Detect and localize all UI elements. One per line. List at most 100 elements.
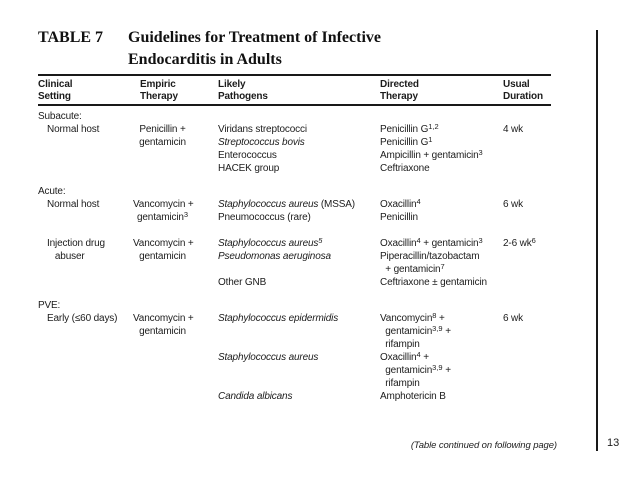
table-number: TABLE 7 — [38, 29, 104, 46]
cell-duration: 2-6 wk6 — [503, 236, 551, 289]
cell-setting: Early (≤60 days) — [38, 312, 133, 403]
text-line: Ceftriaxone ± gentamicin — [380, 277, 487, 288]
text-line — [218, 263, 380, 276]
text-line: Penicillin — [380, 212, 418, 223]
text-line — [218, 338, 380, 351]
table-row: Normal host Vancomycin +gentamicin3 Staphy… — [38, 196, 551, 224]
text-line: Oxacillin4 + — [380, 349, 429, 364]
header-line: Pathogens — [218, 91, 268, 102]
text-line: 4 wk — [503, 124, 523, 135]
cell-pathogens: Staphylococcus aureus (MSSA) Pneumococcus… — [218, 198, 380, 224]
text-line: Penicillin G1 — [380, 134, 433, 149]
header-line: Likely — [218, 79, 246, 90]
table-row: Normal host Penicillin + gentamicin Viridan… — [38, 121, 551, 175]
text-line: Oxacillin4 + gentamicin3 — [380, 235, 483, 250]
text-line: Staphylococcus epidermidis — [218, 313, 339, 324]
cell-duration: 4 wk — [503, 123, 551, 175]
text-line: Staphylococcus aureus — [218, 352, 319, 363]
section-label: Subacute: — [38, 111, 82, 122]
text-line: Vancomycin + — [133, 199, 194, 210]
text-line: Penicillin + — [139, 124, 186, 135]
text-line: gentamicin — [139, 137, 186, 148]
table-title-text: Guidelines for Treatment of Infective En… — [128, 27, 381, 71]
cell-duration: 6 wk — [503, 312, 551, 403]
text-line: Enterococcus — [218, 150, 277, 161]
text-line — [218, 377, 380, 390]
text-line: abuser — [47, 251, 85, 262]
text-line: Other GNB — [218, 277, 267, 288]
text-line: Normal host — [47, 124, 100, 135]
continuation-note: (Table continued on following page) — [410, 440, 557, 451]
text-line: Piperacillin/tazobactam — [380, 251, 480, 262]
header-line: Clinical — [38, 79, 73, 90]
text-line: Streptococcus bovis — [218, 137, 305, 148]
cell-setting: Injection drug abuser — [38, 237, 133, 289]
text-line: gentamicin — [139, 251, 186, 262]
horizontal-rule-header — [38, 104, 551, 106]
text-line: gentamicin3 — [136, 209, 189, 224]
text-line: rifampin — [380, 378, 420, 389]
cell-empiric: Vancomycin + gentamicin — [133, 312, 194, 403]
header-line: Therapy — [140, 91, 178, 102]
page-number: 13 — [607, 437, 620, 449]
table-section: Acute: Normal host Vancomycin +gentamicin3… — [38, 185, 551, 289]
page-number-divider — [596, 30, 598, 451]
cell-setting: Normal host — [38, 123, 133, 175]
cell-empiric: Vancomycin +gentamicin3 — [133, 198, 194, 224]
header-line: Setting — [38, 91, 71, 102]
title-line-1: Guidelines for Treatment of Infective — [128, 29, 381, 46]
cell-empiric: Vancomycin +gentamicin — [133, 237, 194, 289]
text-line — [218, 325, 380, 338]
table-section: Subacute: Normal host Penicillin + gentamic… — [38, 110, 551, 175]
text-line: gentamicin3,9 + — [380, 362, 451, 377]
header-line: Therapy — [380, 91, 418, 102]
text-line: Vancomycin8 + — [380, 310, 445, 325]
table-body: Subacute: Normal host Penicillin + gentamic… — [38, 110, 551, 403]
section-label: PVE: — [38, 300, 61, 311]
text-line: Ampicillin + gentamicin3 — [380, 147, 483, 162]
horizontal-rule-top — [38, 74, 551, 76]
table-title: TABLE 7 Guidelines for Treatment of Infe… — [38, 27, 381, 71]
text-line: Pneumococcus (rare) — [218, 212, 311, 223]
text-line: 6 wk — [503, 199, 523, 210]
cell-pathogens: Staphylococcus epidermidis Staphylococcu… — [218, 312, 380, 403]
header-line: Usual — [503, 79, 530, 90]
text-line: Injection drug — [47, 238, 105, 249]
cell-duration: 6 wk — [503, 198, 551, 224]
text-line: Normal host — [47, 199, 100, 210]
text-line: gentamicin3,9 + — [380, 323, 451, 338]
cell-empiric: Penicillin + gentamicin — [133, 123, 192, 175]
text-line: Amphotericin B — [380, 391, 446, 402]
header-line: Empiric — [140, 79, 176, 90]
text-line: Viridans streptococci — [218, 124, 307, 135]
text-line: Penicillin G1,2 — [380, 121, 439, 136]
text-line: 6 wk — [503, 313, 523, 324]
text-line: Ceftriaxone — [380, 163, 430, 174]
header-line: Duration — [503, 91, 543, 102]
text-line: Candida albicans — [218, 391, 293, 402]
text-line: Oxacillin4 — [380, 196, 421, 211]
cell-setting: Normal host — [38, 198, 133, 224]
title-line-2: Endocarditis in Adults — [128, 51, 282, 68]
text-line: Vancomycin + — [133, 313, 194, 324]
text-line: rifampin — [380, 339, 420, 350]
text-line: gentamicin — [139, 326, 186, 337]
header-line: Directed — [380, 79, 419, 90]
text-line: Pseudomonas aeruginosa — [218, 251, 331, 262]
text-line: Staphylococcus aureus5 — [218, 235, 323, 250]
text-line: Staphylococcus aureus (MSSA) — [218, 199, 355, 210]
section-label: Acute: — [38, 186, 66, 197]
